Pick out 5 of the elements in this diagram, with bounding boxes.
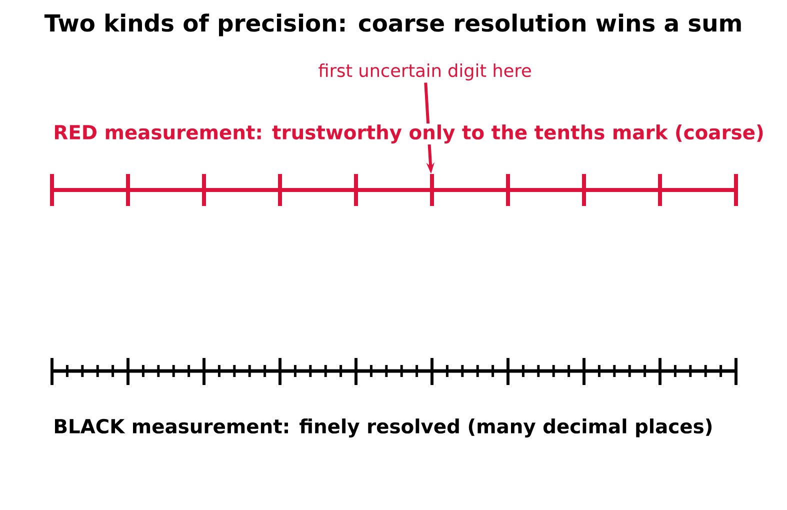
caption-text: BLACK measurement: finely resolved (many decimal places) — [52, 418, 714, 438]
tick-mark — [430, 174, 434, 206]
title: Two kinds of precision: coarse resolution wins a sum — [44, 14, 741, 36]
caption-text: RED measurement: trustworthy only to the tenths mark (coarse) — [52, 124, 766, 144]
annotation-text: first uncertain digit here — [318, 63, 531, 80]
